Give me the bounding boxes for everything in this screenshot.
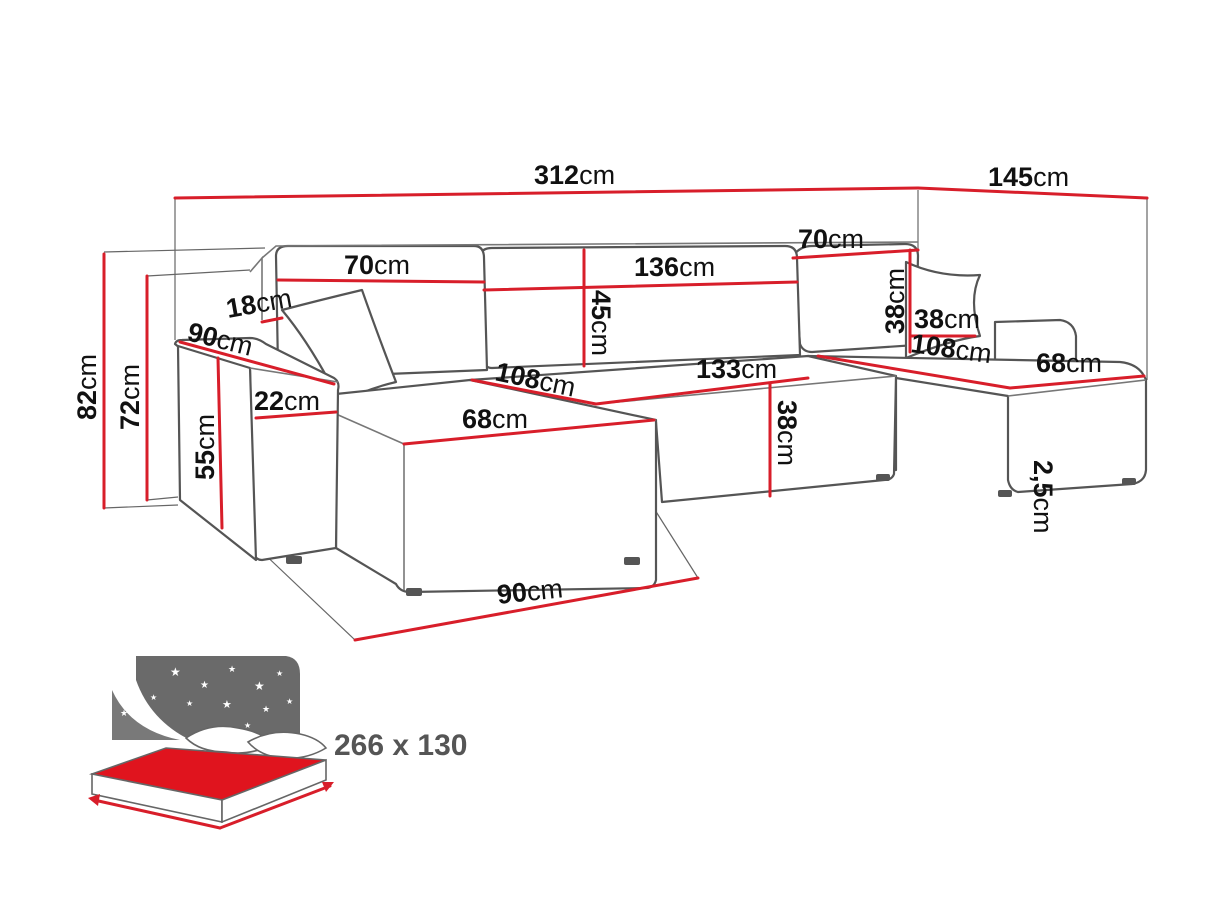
right-pillow: [904, 260, 982, 360]
left-pillow: [280, 288, 398, 404]
dim-line-70-left: [276, 278, 486, 284]
svg-text:★: ★: [222, 698, 232, 711]
sleeping-area-size: 266 x 130: [334, 729, 467, 762]
dim-line-70-right: [791, 248, 920, 260]
sofa-feet: [286, 474, 1136, 596]
label-312: 312cm: [534, 160, 615, 190]
svg-text:★: ★: [228, 665, 236, 675]
label-22: 22cm: [254, 386, 320, 416]
dim-line-18: [260, 316, 284, 324]
svg-text:★: ★: [254, 679, 265, 693]
label-136: 136cm: [634, 252, 715, 282]
label-70-left: 70cm: [344, 250, 410, 280]
sleeping-area-icon: ★ ★ ★ ★ ★ ★ ★ ★ ★ ★ ★ ★ 266 x 130: [88, 656, 467, 830]
label-82: 82cm: [72, 354, 102, 420]
label-55: 55cm: [190, 414, 220, 480]
night-sky-icon: [136, 656, 300, 740]
extension-lines: [103, 190, 1148, 641]
dim-line-90-top: [178, 340, 336, 386]
svg-text:★: ★: [276, 669, 283, 678]
dimension-labels: 312cm 145cm 82cm 72cm 90cm 55cm 22cm 18c…: [72, 160, 1102, 610]
dim-line-68-right: [1008, 374, 1146, 390]
dim-line-68-left: [402, 418, 656, 446]
svg-text:★: ★: [186, 699, 193, 708]
sofa-outline: [173, 241, 1148, 594]
svg-text:★: ★: [262, 705, 270, 715]
dim-line-108-right: [816, 354, 1012, 390]
svg-text:★: ★: [170, 665, 181, 679]
dim-line-312: [173, 186, 920, 200]
label-90-bottom: 90cm: [495, 573, 564, 610]
label-38-right-h: 38cm: [914, 304, 980, 334]
dim-line-145: [916, 186, 1149, 200]
label-68-right: 68cm: [1036, 348, 1102, 378]
svg-text:★: ★: [200, 680, 209, 691]
svg-text:★: ★: [120, 709, 128, 719]
dim-line-22: [254, 410, 338, 420]
stars-icon: ★ ★ ★ ★ ★ ★ ★ ★ ★ ★ ★ ★: [120, 665, 293, 730]
label-68-left: 68cm: [462, 404, 528, 434]
label-133: 133cm: [696, 354, 777, 384]
svg-text:★: ★: [244, 721, 251, 730]
dim-line-136: [482, 280, 799, 292]
label-38-right-v: 38cm: [880, 268, 910, 334]
left-arm-side: [176, 344, 258, 562]
svg-text:★: ★: [286, 697, 293, 706]
label-45: 45cm: [586, 290, 616, 356]
dim-line-90-bottom: [353, 576, 700, 642]
label-2-5: 2,5cm: [1028, 460, 1058, 534]
dim-line-133: [594, 376, 810, 406]
svg-text:★: ★: [150, 693, 157, 702]
dim-line-55: [216, 356, 224, 530]
label-18: 18cm: [224, 283, 294, 324]
label-70-right: 70cm: [798, 224, 864, 254]
label-72: 72cm: [115, 364, 145, 430]
label-38-seat: 38cm: [772, 400, 802, 466]
label-108-right: 108cm: [909, 328, 993, 369]
label-145: 145cm: [988, 162, 1069, 192]
dim-line-108-left: [470, 378, 598, 406]
dimension-lines: [102, 186, 1149, 642]
